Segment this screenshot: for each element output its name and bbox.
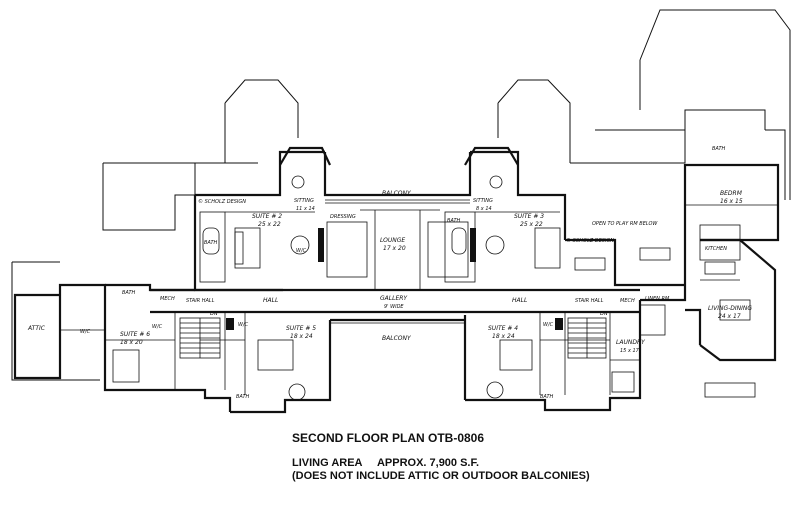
suite6-dim: 18 x 20 (120, 339, 143, 346)
linen-rm-label: LINEN RM (645, 296, 670, 302)
dressing-label: DRESSING (330, 214, 356, 220)
hall-left-label: HALL (263, 297, 278, 304)
suite4-label: SUITE # 4 (488, 325, 518, 332)
suite5-label: SUITE # 5 (286, 325, 316, 332)
gallery-dim: 9' WIDE (384, 304, 404, 310)
lounge-dim: 17 x 20 (383, 245, 406, 252)
sitting-left-label: SITTING (294, 198, 314, 204)
interior-walls (60, 204, 778, 395)
stair-left (179, 317, 221, 359)
living-area-line: LIVING AREA APPROX. 7,900 S.F. (292, 457, 480, 469)
laundry-dim: 15 x 17 (620, 348, 640, 354)
gallery-label: GALLERY (380, 295, 408, 302)
balcony-railings (325, 199, 470, 324)
roof-lines (11, 9, 791, 381)
balcony-top-label: BALCONY (382, 190, 412, 197)
suite4-dim: 18 x 24 (492, 333, 515, 340)
bedroom-label: BEDRM (720, 190, 743, 197)
exterior-walls (13, 146, 780, 414)
suite6-label: SUITE # 6 (120, 331, 150, 338)
living-dining-label: LIVING-DINING (708, 305, 752, 312)
stair-hall-right-label: STAIR HALL (575, 298, 604, 304)
bedroom-dim: 16 x 15 (720, 198, 743, 205)
bath-suite5-label: BATH (236, 394, 250, 400)
bath-suite3-label: BATH (447, 218, 461, 224)
stair-hall-left-label: STAIR HALL (186, 298, 215, 304)
bath-bedroom-label: BATH (712, 146, 726, 152)
exclusion-note: (DOES NOT INCLUDE ATTIC OR OUTDOOR BALCO… (292, 470, 590, 482)
suite2-dim: 25 x 22 (258, 221, 281, 228)
living-dining-dim: 24 x 17 (718, 313, 741, 320)
mech-right-label: MECH (620, 298, 635, 304)
sitting-left-dim: 11 x 14 (296, 206, 315, 212)
brand-left-label: © SCHOLZ DESIGN (198, 198, 246, 205)
wic-suite4-label: W/C (543, 322, 554, 328)
suite3-dim: 25 x 22 (520, 221, 543, 228)
bath-suite2-label: BATH (204, 240, 218, 246)
bath-attic-label: BATH (122, 290, 136, 296)
mech-left-label: MECH (160, 296, 175, 302)
dn-left-label: DN (210, 311, 218, 317)
suite2-label: SUITE # 2 (252, 213, 282, 220)
sitting-right-dim: 8 x 14 (476, 206, 492, 212)
suite5-dim: 18 x 24 (290, 333, 313, 340)
open-to-play-note: OPEN TO PLAY RM BELOW (592, 221, 658, 227)
plan-title: SECOND FLOOR PLAN OTB-0806 (292, 431, 485, 445)
stair-right (567, 317, 607, 359)
wic-suite2-label: W/C (296, 248, 307, 254)
attic-label: ATTIC (27, 325, 46, 332)
wic-attic-label: W/C (80, 329, 91, 335)
room-labels: BALCONY BALCONY SITTING 11 x 14 SITTING … (27, 146, 752, 400)
wic-suite5-label: W/C (238, 322, 249, 328)
wic-suite6-label: W/C (152, 324, 163, 330)
sitting-right-label: SITTING (473, 198, 493, 204)
balcony-bottom-label: BALCONY (382, 335, 412, 342)
laundry-label: LAUNDRY (616, 339, 646, 346)
brand-right-label: © SCHOLZ DESIGN (566, 237, 614, 244)
suite3-label: SUITE # 3 (514, 213, 544, 220)
kitchen-label: KITCHEN (705, 246, 727, 252)
fireplaces (226, 228, 563, 330)
lounge-label: LOUNGE (380, 237, 405, 244)
furniture (112, 175, 756, 401)
bath-suite4-label: BATH (540, 394, 554, 400)
dn-right-label: DN (600, 311, 608, 317)
hall-right-label: HALL (512, 297, 527, 304)
